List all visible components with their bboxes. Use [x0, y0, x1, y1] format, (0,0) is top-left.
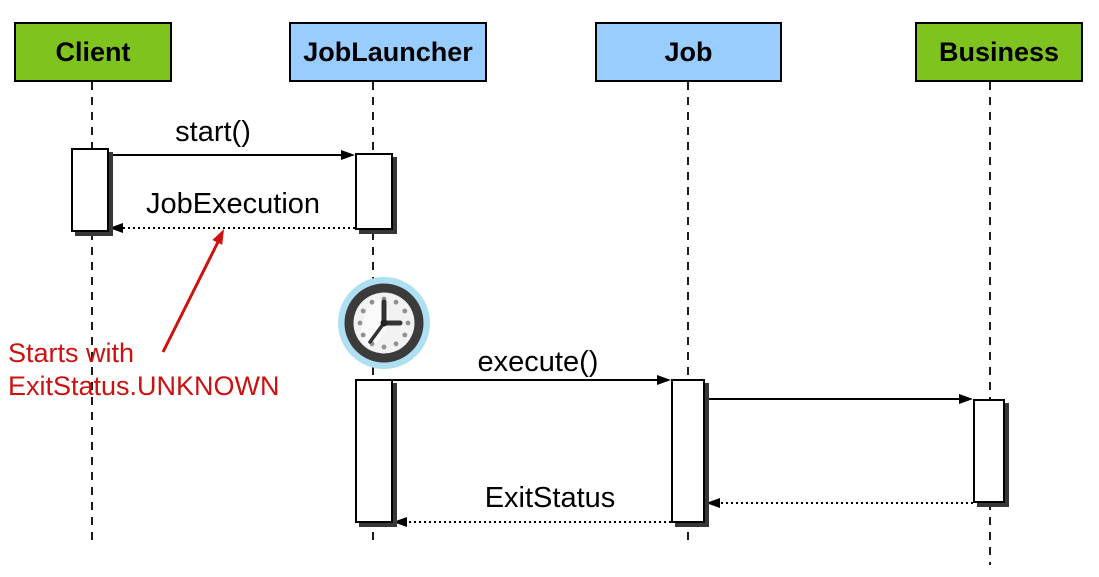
message-label-execute: execute(): [477, 346, 599, 378]
note-line-2: ExitStatus.UNKNOWN: [8, 371, 280, 401]
actor-job-label: Job: [664, 36, 713, 67]
message-label-start: start(): [175, 116, 251, 148]
actor-joblauncher-label: JobLauncher: [303, 36, 473, 67]
actor-business-label: Business: [938, 36, 1060, 67]
note-line-1: Starts with: [8, 338, 135, 368]
actor-client-label: Client: [55, 36, 131, 67]
actor-client: Client: [14, 22, 172, 82]
note-arrow: [161, 241, 220, 353]
joblauncher-activation-1: [355, 153, 393, 230]
arrowhead-execute: [657, 375, 671, 385]
job-activation: [671, 379, 705, 523]
business-activation: [973, 399, 1005, 503]
message-label-exitstatus: ExitStatus: [484, 482, 616, 514]
arrowhead-business-to-job: [706, 498, 720, 508]
message-label-jobexecution: JobExecution: [145, 188, 321, 220]
arrowhead-exitstatus: [393, 517, 407, 527]
arrowhead-start: [341, 150, 355, 160]
note-arrowhead: [212, 229, 224, 245]
arrowhead-job-to-business: [959, 394, 973, 404]
joblauncher-activation-2: [355, 379, 393, 523]
note-text: Starts with ExitStatus.UNKNOWN: [8, 337, 280, 403]
actor-business: Business: [915, 22, 1083, 82]
client-activation: [71, 148, 109, 232]
clock-icon: [338, 277, 430, 369]
actor-joblauncher: JobLauncher: [289, 22, 487, 82]
arrowhead-jobexecution: [109, 223, 123, 233]
actor-job: Job: [595, 22, 782, 82]
